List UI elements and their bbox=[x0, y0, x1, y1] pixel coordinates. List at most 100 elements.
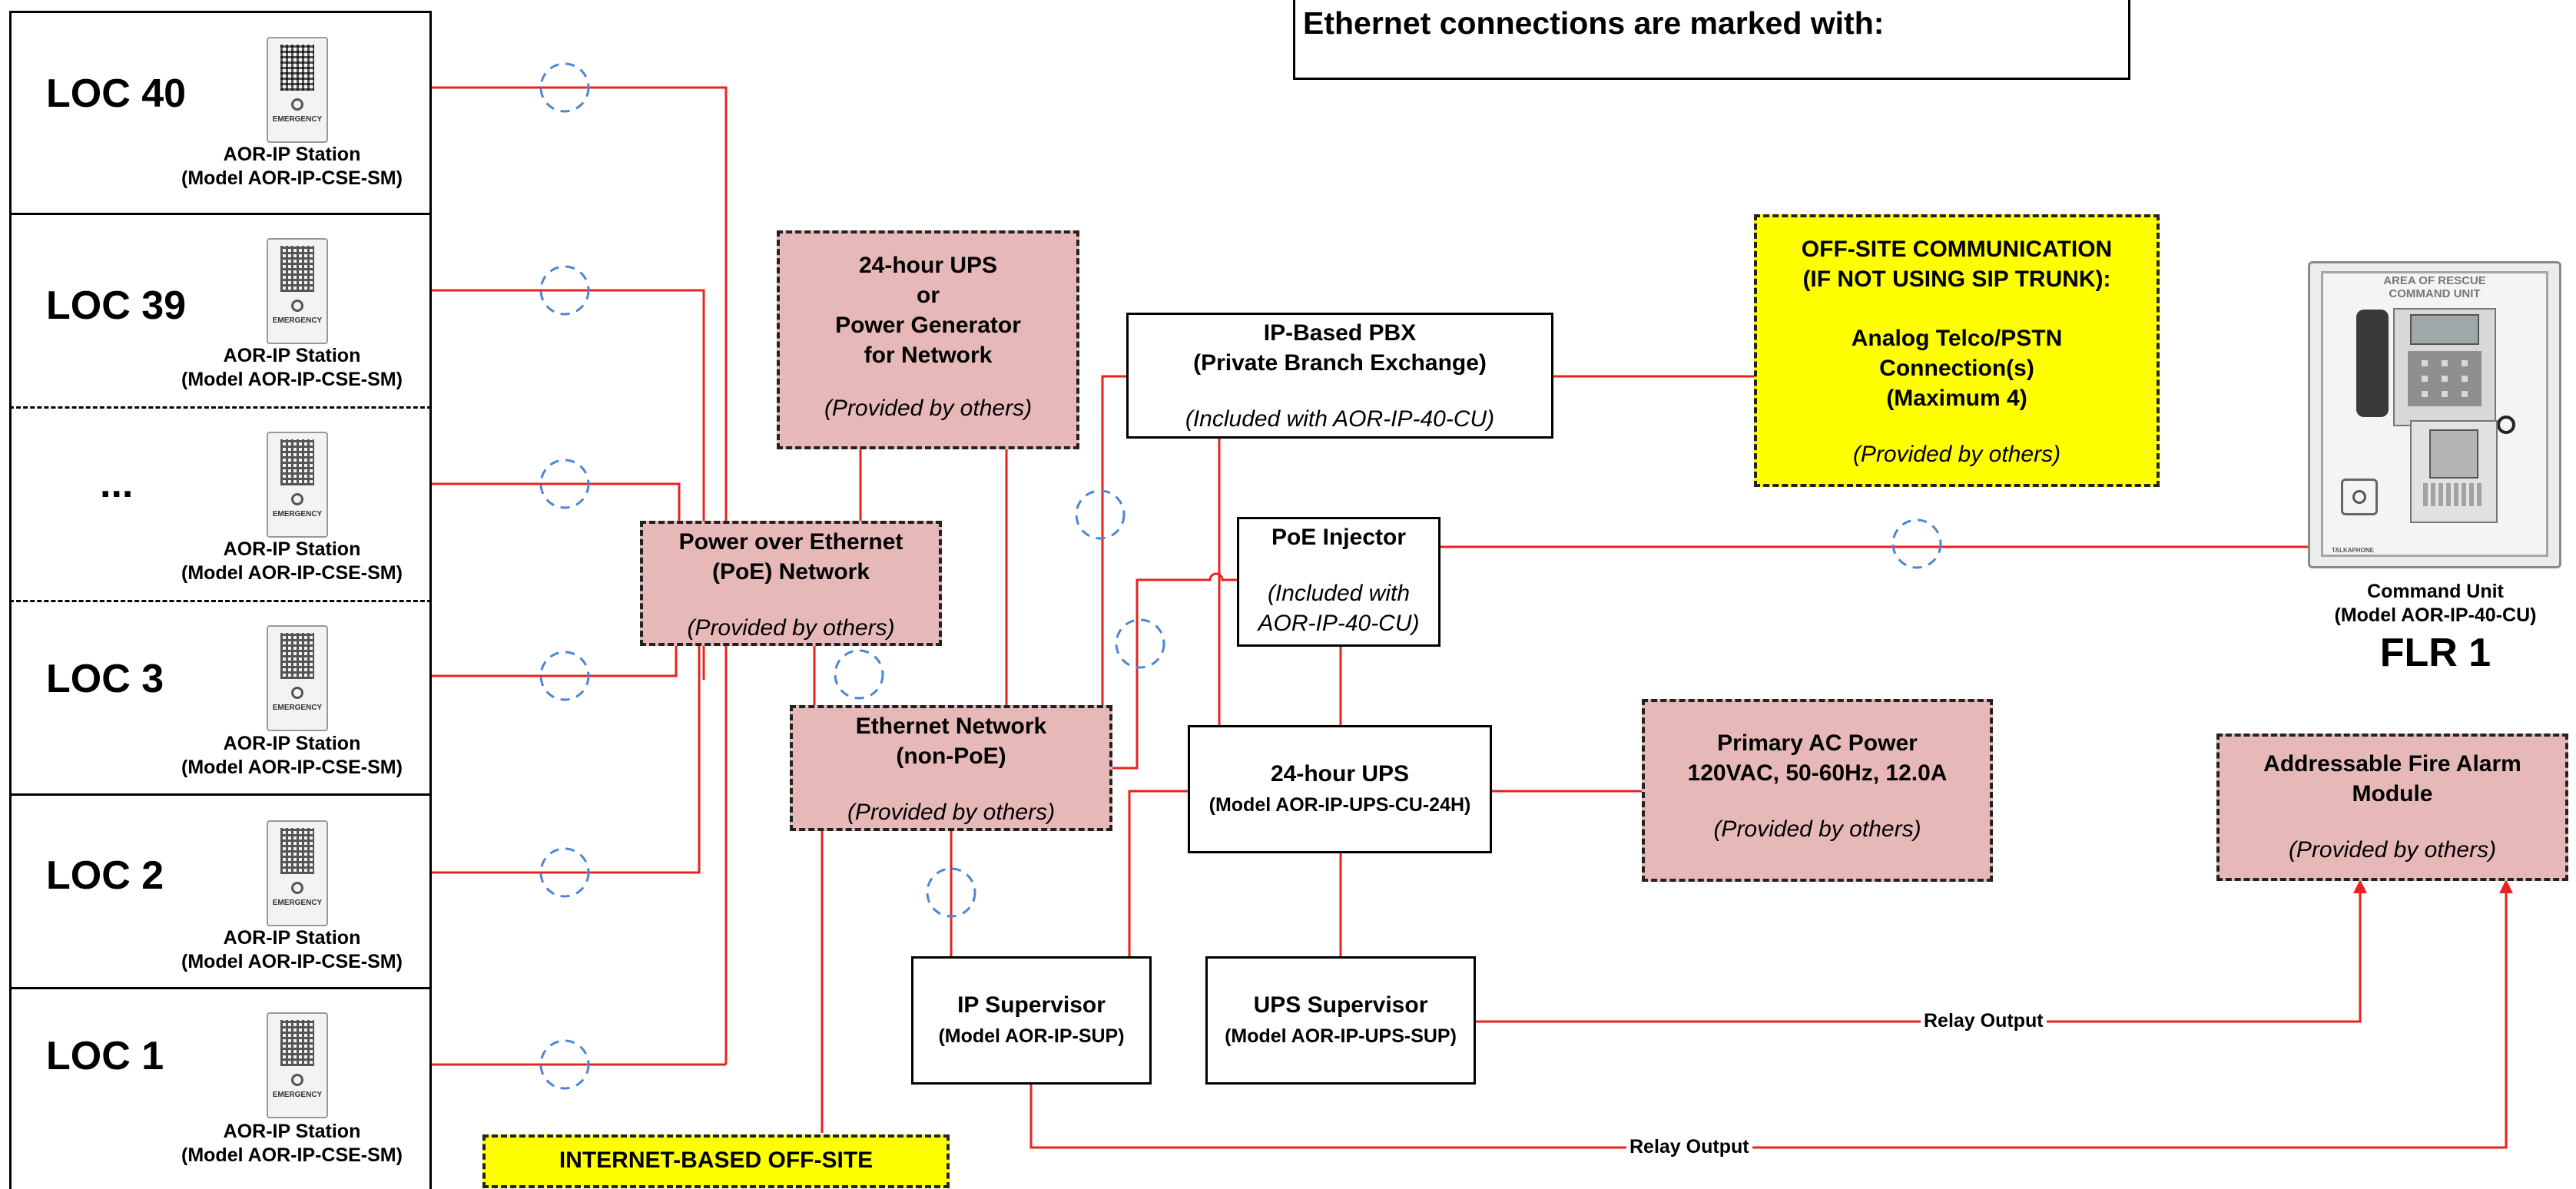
pbx-title: IP-Based PBX bbox=[1263, 320, 1417, 346]
wire-ups-to-ipsup bbox=[1128, 790, 1189, 956]
command-unit-caption: Command Unit (Model AOR-IP-40-CU) bbox=[2297, 580, 2574, 628]
location-label: LOC 39 bbox=[46, 283, 187, 328]
location-label: LOC 1 bbox=[46, 1034, 164, 1078]
location-label: ... bbox=[100, 462, 134, 506]
offsite-telco: Analog Telco/PSTN bbox=[1851, 326, 2063, 351]
poe-injector-note-2: AOR-IP-40-CU) bbox=[1258, 611, 1420, 636]
internet-offsite-box: INTERNET-BASED OFF-SITE bbox=[482, 1134, 950, 1188]
ip-supervisor-model: (Model AOR-IP-SUP) bbox=[938, 1025, 1125, 1047]
primary-power-rating: 120VAC, 50-60Hz, 12.0A bbox=[1687, 760, 1948, 786]
station-caption: AOR-IP Station (Model AOR-IP-CSE-SM) bbox=[146, 143, 438, 190]
ethernet-marker bbox=[539, 459, 590, 509]
internet-offsite-title: INTERNET-BASED OFF-SITE bbox=[559, 1148, 874, 1173]
ethernet-marker bbox=[539, 651, 590, 701]
primary-power-title: Primary AC Power bbox=[1717, 730, 1918, 756]
ethernet-marker bbox=[539, 265, 590, 316]
ethernet-markers bbox=[539, 1, 1973, 1090]
station-model: (Model AOR-IP-CSE-SM) bbox=[181, 1144, 403, 1166]
ethernet-network-box: Ethernet Network (non-PoE) (Provided by … bbox=[790, 705, 1112, 831]
station-model: (Model AOR-IP-CSE-SM) bbox=[181, 951, 403, 972]
station-badge: EMERGENCY bbox=[272, 316, 323, 325]
wire-ethernet-to-injector bbox=[1110, 572, 1238, 770]
station-model: (Model AOR-IP-CSE-SM) bbox=[181, 167, 403, 189]
poe-injector-note: (Included with bbox=[1267, 581, 1411, 606]
ethernet-marker bbox=[539, 62, 590, 113]
station-caption: AOR-IP Station (Model AOR-IP-CSE-SM) bbox=[146, 732, 438, 780]
ip-supervisor-box: IP Supervisor (Model AOR-IP-SUP) bbox=[911, 956, 1152, 1085]
ethernet-marker bbox=[926, 867, 976, 918]
primary-ac-power-box: Primary AC Power 120VAC, 50-60Hz, 12.0A … bbox=[1642, 699, 1993, 882]
annunciator-panel bbox=[2410, 420, 2498, 523]
loc-cell bbox=[9, 989, 432, 1189]
panel-title-line2: COMMAND UNIT bbox=[2389, 287, 2481, 300]
ups-supervisor-title: UPS Supervisor bbox=[1253, 992, 1428, 1018]
ethernet-marker bbox=[1891, 518, 1942, 569]
ethernet-marker bbox=[539, 1039, 590, 1090]
poe-network-box: Power over Ethernet (PoE) Network (Provi… bbox=[640, 521, 942, 646]
cu-ups-box: 24-hour UPS (Model AOR-IP-UPS-CU-24H) bbox=[1188, 725, 1492, 853]
loc-cell bbox=[9, 796, 432, 989]
station-name: AOR-IP Station bbox=[223, 144, 361, 165]
loc-cell bbox=[9, 11, 432, 215]
station-name: AOR-IP Station bbox=[223, 538, 361, 560]
emergency-station-icon: EMERGENCY bbox=[267, 1012, 328, 1118]
station-caption: AOR-IP Station (Model AOR-IP-CSE-SM) bbox=[146, 926, 438, 974]
ethernet-marker bbox=[539, 847, 590, 898]
offsite-condition: (IF NOT USING SIP TRUNK): bbox=[1802, 267, 2111, 292]
relay-lower-arrowhead bbox=[2499, 879, 2513, 893]
wires bbox=[432, 86, 2508, 1149]
ethernet-marker bbox=[1115, 618, 1165, 669]
station-caption: AOR-IP Station (Model AOR-IP-CSE-SM) bbox=[146, 344, 438, 392]
fire-alarm-note: (Provided by others) bbox=[2288, 837, 2497, 863]
station-badge: EMERGENCY bbox=[272, 115, 323, 124]
network-ups-generator: Power Generator bbox=[835, 313, 1021, 338]
station-badge: EMERGENCY bbox=[272, 1091, 323, 1099]
poe-injector-title: PoE Injector bbox=[1271, 525, 1407, 550]
ethernet-network-title: Ethernet Network bbox=[855, 714, 1047, 739]
wire-loc-ellipsis bbox=[432, 482, 681, 522]
pbx-note: (Included with AOR-IP-40-CU) bbox=[1185, 406, 1495, 432]
relay-output-label: Relay Output bbox=[1921, 1010, 2047, 1032]
emergency-station-icon: EMERGENCY bbox=[267, 625, 328, 731]
poe-injector-box: PoE Injector (Included with AOR-IP-40-CU… bbox=[1237, 517, 1441, 647]
primary-power-note: (Provided by others) bbox=[1713, 816, 1921, 842]
location-label: LOC 3 bbox=[46, 657, 164, 701]
speaker-grille bbox=[2341, 479, 2378, 515]
station-name: AOR-IP Station bbox=[223, 345, 361, 366]
master-station-panel bbox=[2393, 308, 2496, 426]
station-model: (Model AOR-IP-CSE-SM) bbox=[181, 757, 403, 778]
cu-ups-title: 24-hour UPS bbox=[1270, 760, 1410, 787]
fire-alarm-title: Addressable Fire Alarm bbox=[2263, 751, 2521, 777]
station-name: AOR-IP Station bbox=[223, 1121, 361, 1142]
wire-relay-lower bbox=[1029, 891, 2508, 1149]
station-name: AOR-IP Station bbox=[223, 733, 361, 754]
legend-text: Ethernet connections are marked with: bbox=[1303, 5, 1885, 41]
location-label: LOC 40 bbox=[46, 71, 187, 116]
fire-alarm-module-box: Addressable Fire Alarm Module (Provided … bbox=[2216, 734, 2568, 881]
station-caption: AOR-IP Station (Model AOR-IP-CSE-SM) bbox=[146, 538, 438, 585]
location-label: LOC 2 bbox=[46, 853, 164, 898]
legend-box: Ethernet connections are marked with: bbox=[1293, 0, 2130, 80]
arrowheads bbox=[2353, 879, 2513, 893]
loc-cell bbox=[9, 602, 432, 796]
emergency-station-icon: EMERGENCY bbox=[267, 432, 328, 538]
wire-loc2 bbox=[432, 641, 701, 874]
poe-network-title: Power over Ethernet bbox=[678, 529, 903, 555]
loc-cell bbox=[9, 409, 432, 602]
offsite-note: (Provided by others) bbox=[1852, 442, 2061, 467]
pbx-box: IP-Based PBX (Private Branch Exchange) (… bbox=[1126, 313, 1553, 439]
network-ups-generator-box: 24-hour UPS or Power Generator for Netwo… bbox=[777, 230, 1079, 449]
wire-ethernet-to-pbx bbox=[1095, 375, 1128, 739]
station-model: (Model AOR-IP-CSE-SM) bbox=[181, 369, 403, 390]
pbx-subtitle: (Private Branch Exchange) bbox=[1193, 350, 1487, 376]
phone-handset-icon bbox=[2356, 310, 2389, 417]
poe-network-subtitle: (PoE) Network bbox=[711, 559, 870, 585]
offsite-maximum: (Maximum 4) bbox=[1886, 386, 2027, 411]
station-caption: AOR-IP Station (Model AOR-IP-CSE-SM) bbox=[146, 1120, 438, 1167]
command-unit-panel-title: AREA OF RESCUE COMMAND UNIT bbox=[2310, 274, 2559, 300]
command-unit-image: AREA OF RESCUE COMMAND UNIT TALKAPHONE bbox=[2308, 261, 2561, 568]
wire-relay-upper bbox=[1475, 891, 2362, 1023]
panel-title-line1: AREA OF RESCUE bbox=[2383, 274, 2486, 287]
loc-cell bbox=[9, 215, 432, 409]
